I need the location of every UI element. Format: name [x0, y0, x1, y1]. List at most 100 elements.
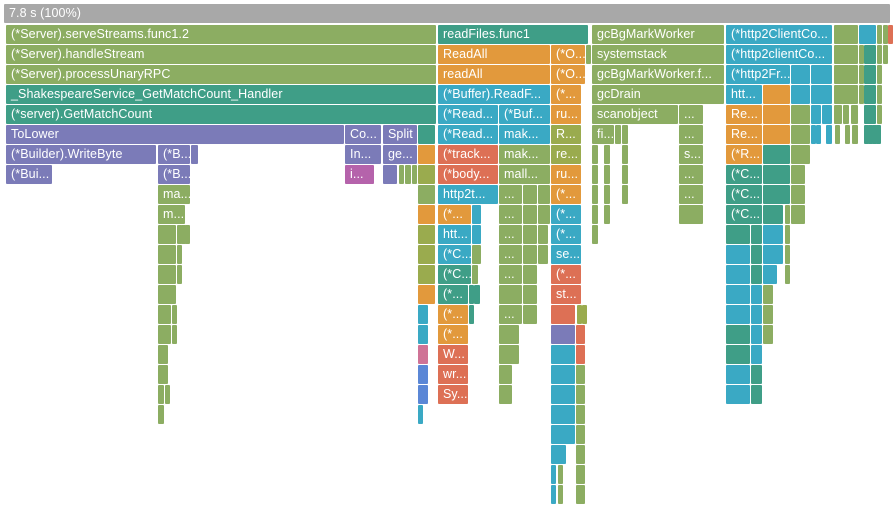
frame-builder-write-byte[interactable]: (*Builder).WriteByte: [6, 145, 156, 164]
frame-misc-m3[interactable]: [763, 265, 777, 284]
frame-select-go[interactable]: se...: [551, 245, 581, 264]
frame-misc-a5[interactable]: [888, 25, 893, 44]
frame-get-match-count[interactable]: (*server).GetMatchCount: [6, 105, 436, 124]
frame-read-all-lower[interactable]: readAll: [438, 65, 550, 84]
frame-syscall-sy[interactable]: Sy...: [438, 385, 468, 404]
frame-teal-narrow-3[interactable]: [469, 305, 474, 324]
frame-misc-q2[interactable]: [751, 345, 762, 364]
frame-misc-f6[interactable]: [835, 125, 840, 144]
frame-misc-e2[interactable]: [791, 105, 810, 124]
frame-stack-st[interactable]: st...: [551, 285, 581, 304]
frame-dots-h2[interactable]: [523, 225, 537, 244]
frame-misc-a1[interactable]: [834, 25, 858, 44]
frame-green-blk-7a[interactable]: [558, 485, 563, 504]
frame-conn-c1[interactable]: (*C...: [726, 165, 762, 184]
frame-process-unary-rpc[interactable]: (*Server).processUnaryRPC: [6, 65, 436, 84]
frame-split-child-3[interactable]: [405, 165, 411, 184]
frame-misc-b1[interactable]: [834, 45, 858, 64]
frame-split-fn[interactable]: Split: [383, 125, 417, 144]
frame-misc-e9[interactable]: [877, 105, 882, 124]
frame-misc-b4[interactable]: [877, 45, 882, 64]
frame-green-stack-p[interactable]: [158, 385, 164, 404]
frame-http-htt[interactable]: htt...: [438, 225, 471, 244]
frame-serve-streams[interactable]: (*Server).serveStreams.func1.2: [6, 25, 436, 44]
frame-misc-m1[interactable]: [726, 265, 750, 284]
frame-reader-r[interactable]: (*R...: [726, 145, 762, 164]
frame-os-file-read-1[interactable]: (*O...: [551, 45, 585, 64]
frame-ptr-star-g[interactable]: (*...: [438, 285, 468, 304]
frame-misc-e7[interactable]: [851, 105, 858, 124]
frame-misc-d5[interactable]: [859, 85, 864, 104]
frame-map-assign[interactable]: ma...: [158, 185, 190, 204]
frame-ptr-star-d[interactable]: (*...: [551, 205, 581, 224]
frame-misc-n3[interactable]: [763, 285, 773, 304]
frame-gc-drain[interactable]: gcDrain: [592, 85, 724, 104]
frame-misc-e5[interactable]: [834, 105, 842, 124]
frame-conn-cc-2[interactable]: (*C...: [438, 265, 471, 284]
frame-re-2[interactable]: Re...: [726, 125, 762, 144]
frame-green-narrow-2[interactable]: [472, 265, 478, 284]
frame-olive-narrow-2[interactable]: [582, 305, 587, 324]
frame-misc-d2[interactable]: [791, 85, 810, 104]
frame-dots-f3[interactable]: [538, 205, 550, 224]
frame-builder-b-2[interactable]: (*B...: [158, 165, 190, 184]
frame-http2-framer[interactable]: (*http2Fr...: [726, 65, 790, 84]
frame-misc-l1[interactable]: [726, 245, 750, 264]
frame-green-stack-k[interactable]: [172, 305, 177, 324]
frame-misc-g0c[interactable]: [622, 145, 628, 164]
frame-olive-gap-2[interactable]: [418, 225, 435, 244]
frame-cyan-gap-1[interactable]: [418, 305, 428, 324]
frame-misc-s2[interactable]: [751, 385, 762, 404]
frame-reader-read-1[interactable]: (*Read...: [438, 105, 498, 124]
frame-green-stack-b[interactable]: [177, 225, 182, 244]
frame-handle-stream[interactable]: (*Server).handleStream: [6, 45, 436, 64]
frame-misc-o3[interactable]: [763, 305, 773, 324]
frame-ptr-star-f[interactable]: (*...: [551, 265, 581, 284]
frame-dots-c[interactable]: ...: [679, 165, 703, 184]
frame-orange-gap-3[interactable]: [418, 285, 435, 304]
frame-dots-g[interactable]: [679, 205, 703, 224]
frame-misc-d6[interactable]: [864, 85, 876, 104]
frame-count-fn[interactable]: Co...: [345, 125, 381, 144]
frame-dots-j2[interactable]: [523, 265, 537, 284]
frame-read-conn[interactable]: re...: [551, 145, 581, 164]
frame-green-blk-5[interactable]: [576, 445, 585, 464]
frame-http2-transport[interactable]: http2t...: [438, 185, 498, 204]
frame-misc-l4[interactable]: [785, 245, 790, 264]
frame-misc-i0b[interactable]: [604, 185, 610, 204]
frame-misc-i1[interactable]: [763, 185, 790, 204]
frame-dots-j1[interactable]: ...: [499, 265, 522, 284]
frame-misc-e3[interactable]: [811, 105, 821, 124]
frame-misc-c3[interactable]: [834, 65, 858, 84]
frame-dots-f2[interactable]: [523, 205, 537, 224]
frame-purple-blk-1[interactable]: [551, 325, 575, 344]
frame-misc-j2[interactable]: [785, 205, 790, 224]
frame-misc-b3[interactable]: [864, 45, 876, 64]
frame-misc-a2[interactable]: [859, 25, 876, 44]
frame-misc-r1[interactable]: [726, 365, 750, 384]
frame-misc-h0[interactable]: [592, 165, 598, 184]
frame-green-stack-q[interactable]: [165, 385, 170, 404]
frame-misc-q1[interactable]: [726, 345, 750, 364]
frame-green-blk-1[interactable]: [576, 365, 585, 384]
frame-teal-narrow-1[interactable]: [469, 285, 474, 304]
frame-read-all-upper[interactable]: ReadAll: [438, 45, 550, 64]
frame-misc-f8[interactable]: [852, 125, 858, 144]
frame-cyan-gap-2[interactable]: [418, 325, 428, 344]
frame-misc-f3[interactable]: [811, 125, 816, 144]
frame-misc-l3[interactable]: [763, 245, 783, 264]
frame-green-blk-7[interactable]: [576, 485, 585, 504]
frame-cyan-blk-8[interactable]: [551, 485, 556, 504]
frame-misc-b5[interactable]: [883, 45, 888, 64]
frame-misc-c2[interactable]: [811, 65, 832, 84]
frame-misc-e1[interactable]: [763, 105, 790, 124]
frame-green-stack-a[interactable]: [158, 225, 176, 244]
frame-dots-i2[interactable]: [523, 245, 537, 264]
frame-green-stack-g[interactable]: [158, 265, 176, 284]
frame-cyan-blk-5[interactable]: [551, 425, 575, 444]
frame-cyan-narrow-2[interactable]: [472, 225, 481, 244]
frame-ptr-star-b[interactable]: (*...: [551, 185, 581, 204]
frame-body-eof[interactable]: (*body...: [438, 165, 498, 184]
frame-conn-cc-1[interactable]: (*C...: [438, 245, 471, 264]
frame-http-read[interactable]: htt...: [726, 85, 762, 104]
